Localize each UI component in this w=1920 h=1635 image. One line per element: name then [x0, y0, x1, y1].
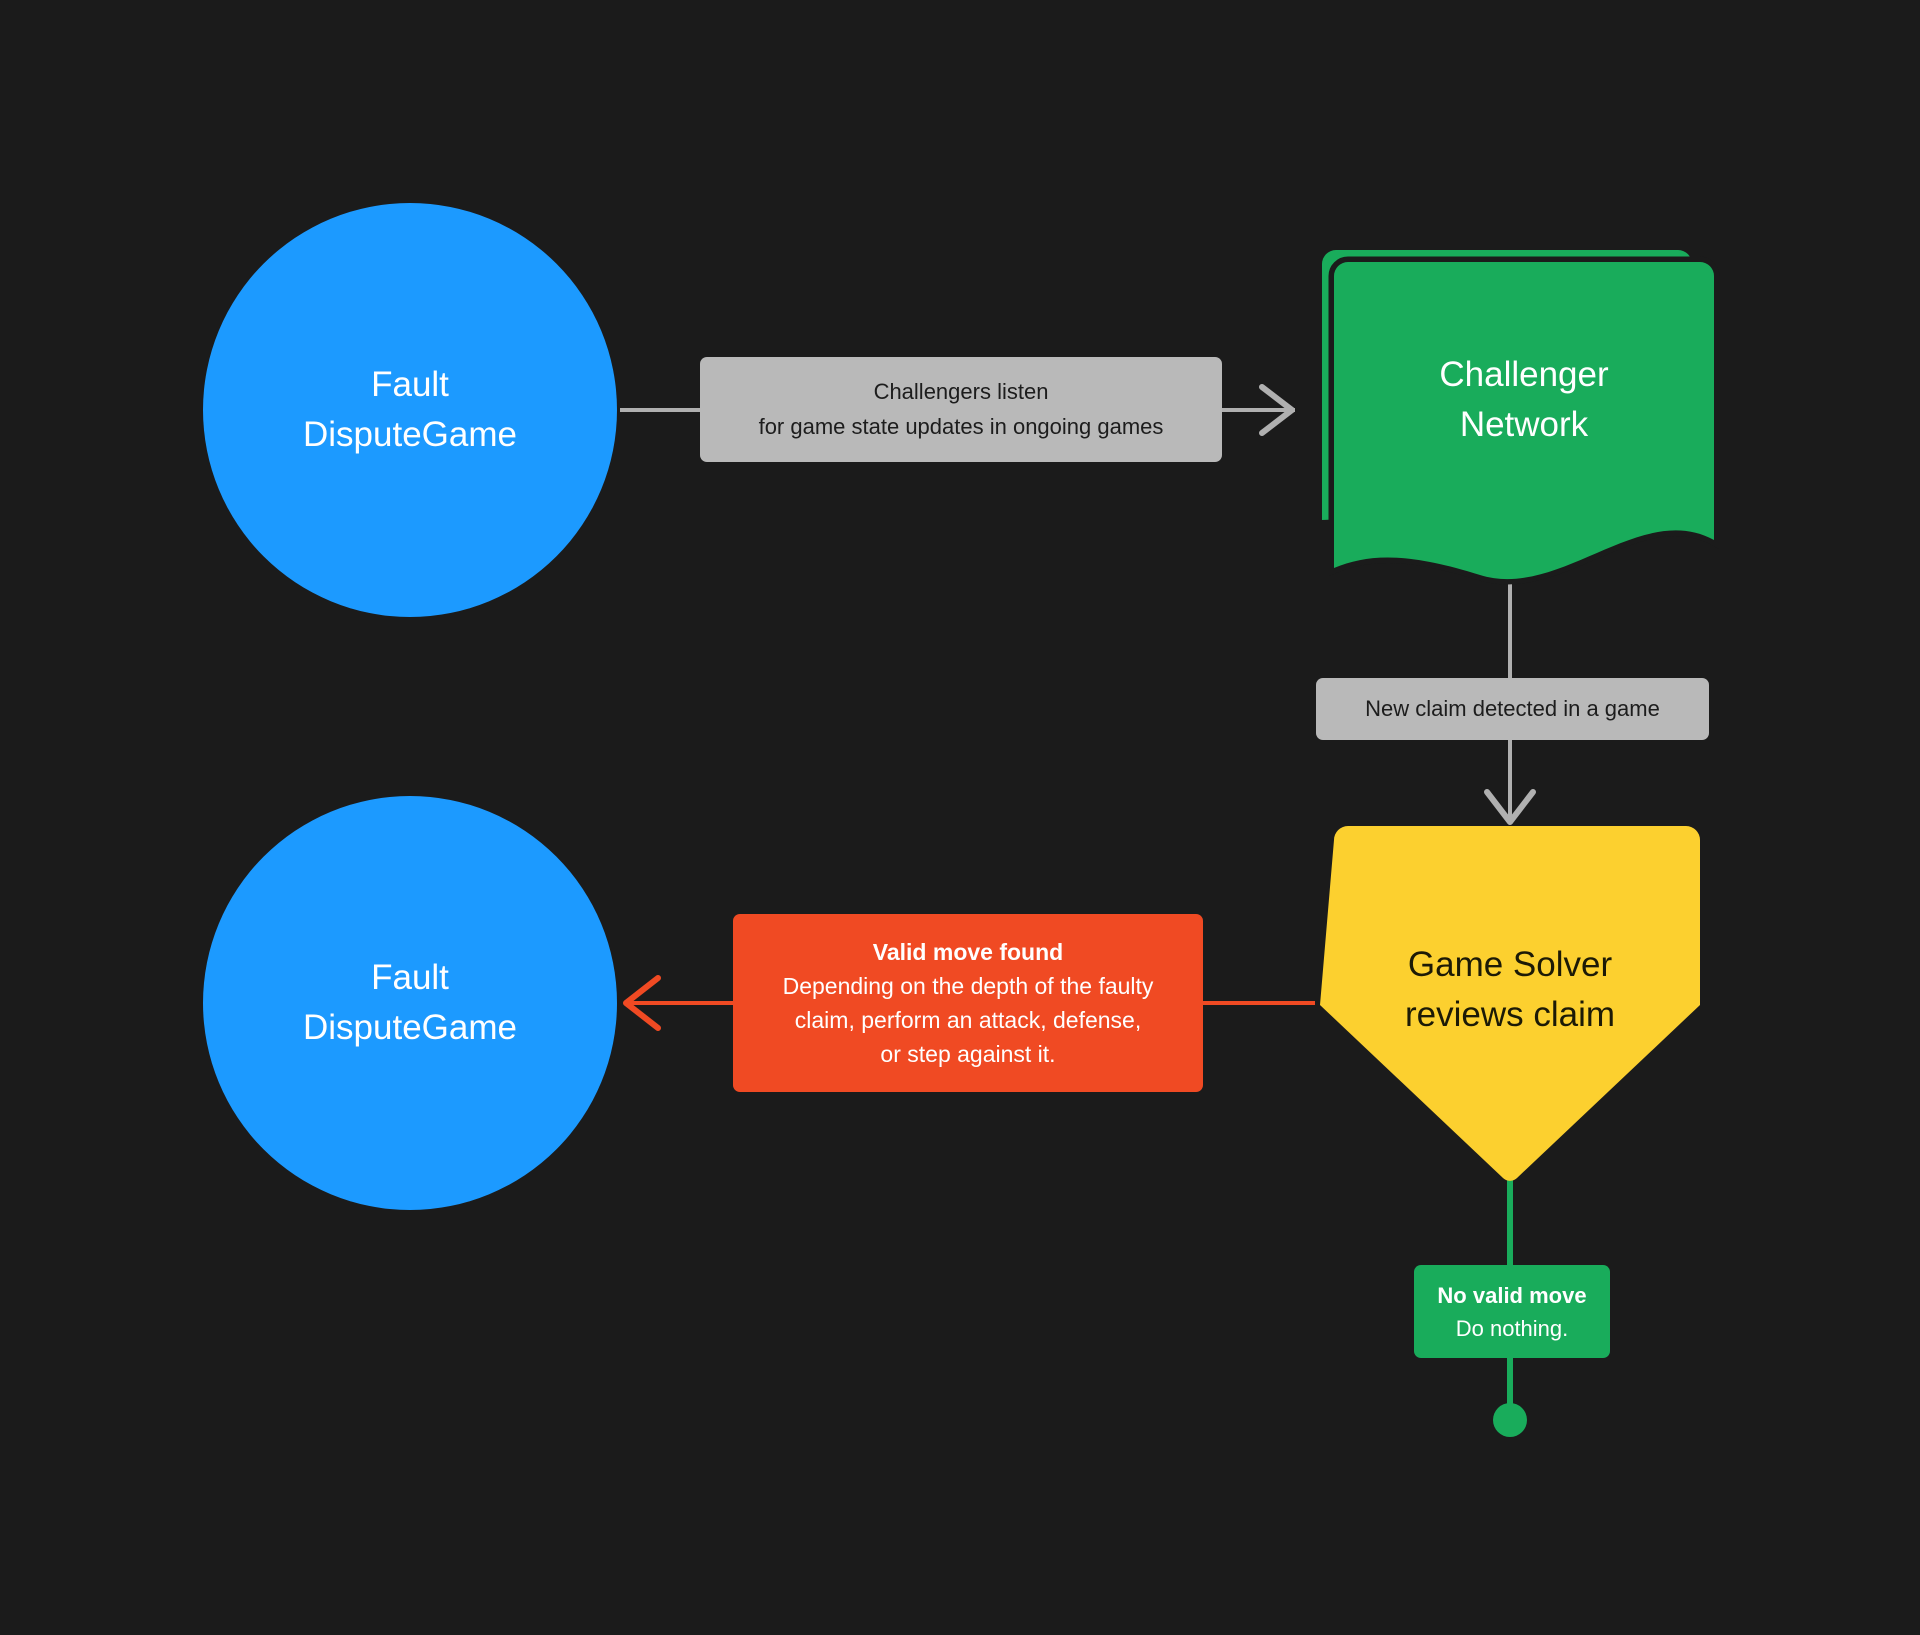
- no-valid-move-line1: Do nothing.: [1455, 1315, 1569, 1341]
- node-challenger-network[interactable]: [1322, 250, 1720, 585]
- challenger-network-sheet-gap: [1328, 256, 1720, 585]
- new-claim-detected-text: New claim detected in a game: [1365, 695, 1660, 721]
- challenger-network-front-sheet: [1334, 262, 1714, 580]
- no-valid-move-title: No valid move: [1437, 1282, 1587, 1308]
- node-game-solver[interactable]: [1320, 826, 1700, 1181]
- valid-move-line3: or step against it.: [880, 1041, 1056, 1068]
- edge-label-challengers-listen[interactable]: Challengers listen for game state update…: [700, 357, 1222, 462]
- edge-label-no-valid-move[interactable]: No valid move Do nothing.: [1414, 1265, 1610, 1358]
- valid-move-line1: Depending on the depth of the faulty: [782, 972, 1154, 999]
- valid-move-title: Valid move found: [872, 938, 1064, 965]
- challengers-listen-line1: Challengers listen: [873, 379, 1049, 405]
- valid-move-line2: claim, perform an attack, defense,: [794, 1007, 1142, 1033]
- edge-label-new-claim-detected[interactable]: New claim detected in a game: [1316, 678, 1709, 740]
- node-terminator-dot[interactable]: [1493, 1403, 1527, 1437]
- challengers-listen-line2: for game state updates in ongoing games: [758, 413, 1164, 439]
- edge-label-valid-move-found[interactable]: Valid move found Depending on the depth …: [733, 914, 1203, 1092]
- node-fault-dispute-game-bottom[interactable]: [203, 796, 617, 1210]
- node-fault-dispute-game-top[interactable]: [203, 203, 617, 617]
